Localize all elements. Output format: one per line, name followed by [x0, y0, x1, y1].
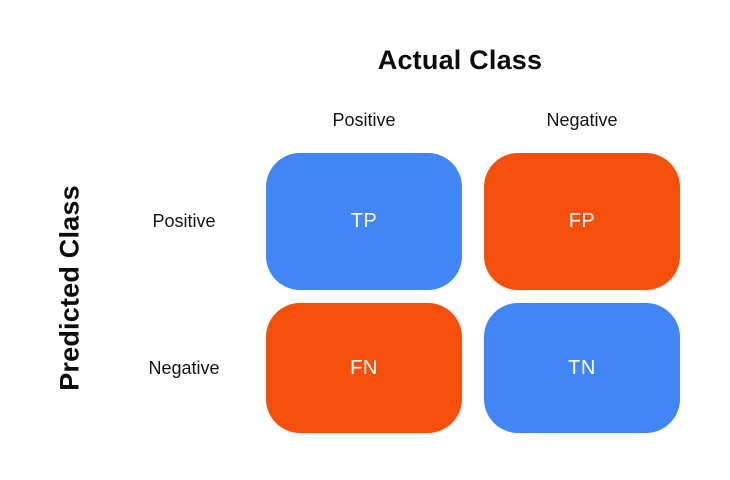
cell-true-positive-label: TP: [350, 210, 378, 232]
actual-class-title: Actual Class: [377, 45, 543, 75]
cell-false-positive: FP: [484, 153, 680, 290]
cell-false-negative-label: FN: [350, 356, 378, 379]
cell-true-positive: TP: [266, 153, 462, 290]
cell-false-positive-label: FP: [568, 210, 596, 232]
cell-true-negative: TN: [484, 303, 680, 433]
row-header-positive: Positive: [152, 211, 216, 231]
column-header-negative: Negative: [546, 110, 618, 130]
row-header-negative: Negative: [148, 358, 220, 378]
cell-false-negative: FN: [266, 303, 462, 433]
predicted-class-title: Predicted Class: [54, 185, 85, 391]
cell-true-negative-label: TN: [568, 356, 596, 379]
column-header-positive: Positive: [332, 110, 396, 130]
